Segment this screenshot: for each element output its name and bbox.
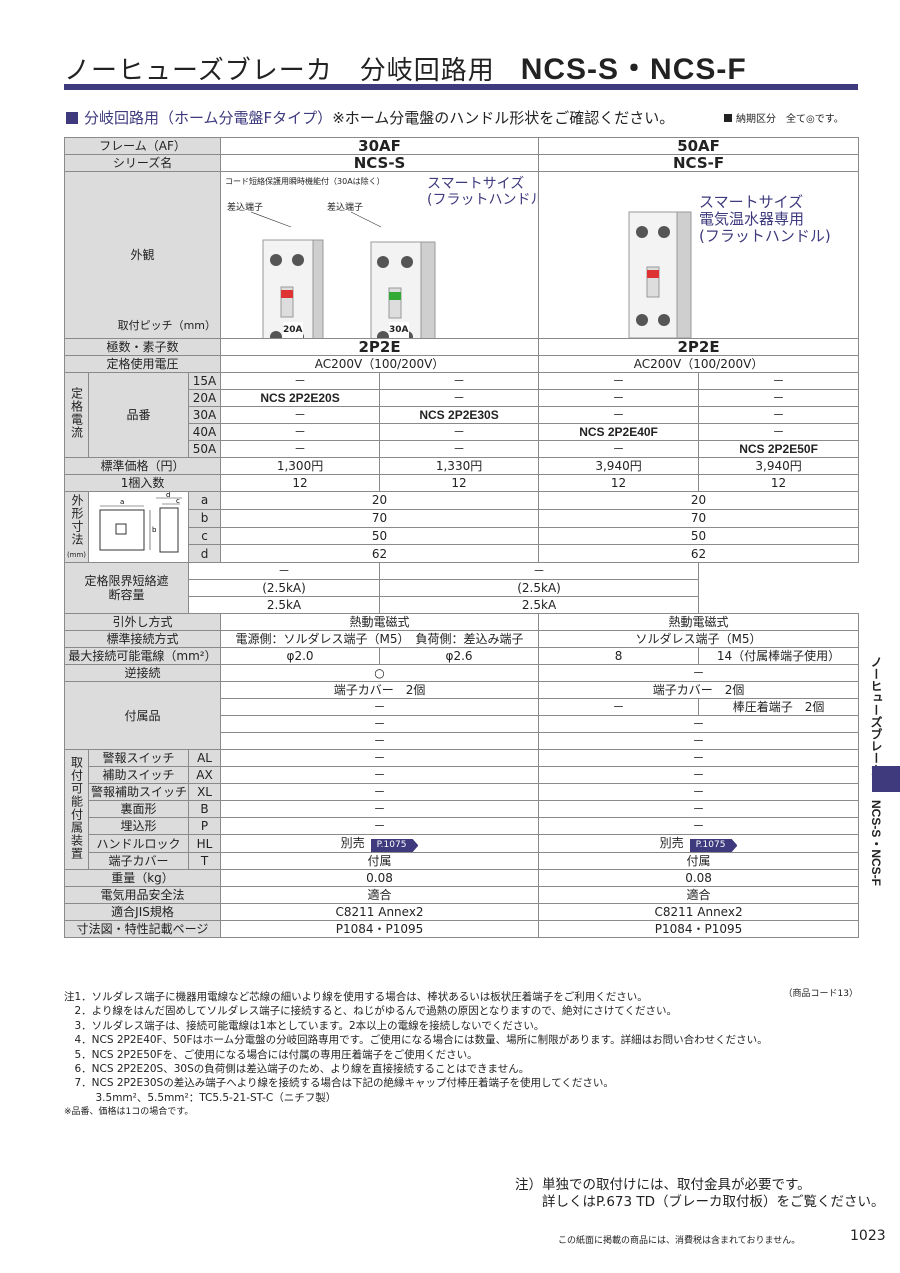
delivery-legend: 納期区分 全て◎です。 — [724, 110, 844, 125]
note-item: 2．より線をはんだ固めしてソルダレス端子に接続すると、ねじがゆるんで過熱の原因と… — [64, 1005, 677, 1018]
pitch-30a: 30A — [389, 322, 409, 338]
page-number: 1023 — [850, 1228, 886, 1244]
price: 1,300円 — [220, 457, 381, 475]
jis-label: 適合JIS規格 — [63, 903, 222, 921]
dimension-label: 外形寸法(mm) — [64, 491, 89, 563]
tax-footnote: この紙面に掲載の商品には、消費税は含まれておりません。 — [558, 1236, 801, 1246]
poles-f: 2P2E — [538, 338, 860, 356]
voltage-s: AC200V（100/200V） — [220, 355, 540, 373]
breaker-illustration-f — [628, 211, 692, 338]
image-caption: コード短絡保護用瞬時機能付（30Aは除く） — [225, 177, 385, 186]
callout-smart-size: スマートサイズ (フラットハンドル) — [427, 176, 539, 208]
qty-label: 1梱入数 — [63, 474, 222, 492]
svg-text:b: b — [152, 526, 157, 534]
callout-water-heater: スマートサイズ 電気温水器専用 (フラットハンドル) — [699, 193, 831, 245]
frame-label: フレーム（AF） — [63, 137, 222, 155]
amp-30a: 30A — [187, 406, 222, 424]
note-item: 4．NCS 2P2E40F、50Fはホーム分電盤の分岐回路専用です。ご使用になる… — [64, 1034, 768, 1047]
pitch-label: 取付ピッチ（mm） — [117, 319, 217, 332]
product-code: （商品コード13） — [783, 989, 858, 999]
svg-text:c: c — [176, 497, 180, 505]
series-ncs-s: NCS-S — [220, 154, 540, 172]
square-icon — [66, 112, 78, 124]
rated-current-label: 定格電流 — [64, 372, 89, 458]
reverse-label: 逆接続 — [63, 664, 222, 682]
part-ncs-2p2e20s: NCS 2P2E20S — [220, 389, 381, 407]
qty: 12 — [379, 474, 540, 492]
note-item: 注1．ソルダレス端子に機器用電線など芯線の細いより線を使用する場合は、棒状あるい… — [64, 991, 648, 1003]
side-tab-marker — [872, 766, 900, 792]
square-icon — [724, 114, 732, 122]
voltage-f: AC200V（100/200V） — [538, 355, 860, 373]
appearance-label: 外観 取付ピッチ（mm） — [63, 171, 222, 339]
model-name: NCS-S・NCS-F — [520, 53, 747, 86]
price: 3,940円 — [538, 457, 700, 475]
accessories-label: 付属品 — [63, 681, 222, 750]
note-item: 5．NCS 2P2E50Fを、ご使用になる場合には付属の専用圧着端子をご使用くだ… — [64, 1048, 478, 1061]
spec-table: フレーム（AF） 30AF 50AF シリーズ名 NCS-S NCS-F 外観 … — [63, 137, 860, 938]
breaker-illustration-s — [250, 211, 436, 338]
note-item: 3.5mm²、5.5mm²：TC5.5-21-ST-C（ニチフ製） — [64, 1091, 337, 1104]
section-heading: 分岐回路用（ホーム分電盤Fタイプ）※ホーム分電盤のハンドル形状をご確認ください。 — [66, 107, 674, 128]
plug-terminal-label-2: 差込端子 — [327, 203, 364, 213]
note-item: 6．NCS 2P2E20S、30Sの負荷側は差込端子のため、より線を直接接続する… — [64, 1063, 530, 1076]
breaking-capacity-label: 定格限界短絡遮断容量 — [64, 562, 189, 614]
connection-label: 標準接続方式 — [63, 630, 222, 648]
series-ncs-f: NCS-F — [538, 154, 860, 172]
amp-15a: 15A — [187, 372, 222, 390]
price: 3,940円 — [698, 457, 860, 475]
qty: 12 — [220, 474, 381, 492]
poles-s: 2P2E — [220, 338, 540, 356]
poles-label: 極数・素子数 — [63, 338, 222, 356]
note-item: ※品番、価格は1コの場合です。 — [64, 1107, 194, 1118]
pitch-20a: 20A — [283, 322, 303, 338]
mounting-note: 注）単独での取付けには、取付金具が必要です。 詳しくはP.673 TD（ブレーカ… — [515, 1177, 885, 1210]
dimension-drawing: a b d c — [99, 492, 182, 553]
page-ref-label: 寸法図・特性記載ページ — [63, 920, 222, 938]
part-ncs-2p2e30s: NCS 2P2E30S — [379, 406, 540, 424]
note-item: 7．NCS 2P2E30Sの差込み端子へより線を接続する場合は下記の絶縁キャップ… — [64, 1077, 614, 1090]
part-ncs-2p2e50f: NCS 2P2E50F — [698, 440, 860, 458]
page-ref-link[interactable]: P.1075 — [689, 839, 738, 852]
series-label: シリーズ名 — [63, 154, 222, 172]
amp-20a: 20A — [187, 389, 222, 407]
trip-label: 引外し方式 — [63, 613, 222, 631]
ncs-s-image-cell: コード短絡保護用瞬時機能付（30Aは除く） スマートサイズ (フラットハンドル)… — [220, 171, 540, 339]
safety-label: 電気用品安全法 — [63, 886, 222, 904]
svg-text:a: a — [120, 498, 124, 506]
side-category-label: ノーヒューズブレーカ — [869, 656, 883, 776]
title-bar — [64, 84, 858, 90]
price: 1,330円 — [379, 457, 540, 475]
weight-label: 重量（kg） — [63, 869, 222, 887]
notes: 注1．ソルダレス端子に機器用電線など芯線の細いより線を使用する場合は、棒状あるい… — [64, 990, 858, 1120]
ncs-f-image-cell: スマートサイズ 電気温水器専用 (フラットハンドル) — [538, 171, 860, 339]
dimension-diagram: a b d c — [88, 491, 189, 563]
svg-text:d: d — [166, 492, 170, 499]
note-item: 3．ソルダレス端子は、接続可能電線は1本としています。2本以上の電線を接続しない… — [64, 1019, 545, 1032]
frame-30af: 30AF — [220, 137, 540, 155]
frame-50af: 50AF — [538, 137, 860, 155]
price-label: 標準価格（円） — [63, 457, 222, 475]
plug-terminal-label: 差込端子 — [227, 203, 264, 213]
qty: 12 — [538, 474, 700, 492]
part-ncs-2p2e40f: NCS 2P2E40F — [538, 423, 700, 441]
options-label: 取付可能付属装置 — [64, 749, 89, 870]
part-number-label: 品番 — [88, 372, 189, 458]
amp-40a: 40A — [187, 423, 222, 441]
wire-label: 最大接続可能電線（mm²） — [63, 647, 222, 665]
side-model-label: NCS-S・NCS-F — [869, 800, 883, 886]
amp-50a: 50A — [187, 440, 222, 458]
qty: 12 — [698, 474, 860, 492]
voltage-label: 定格使用電圧 — [63, 355, 222, 373]
page-ref-link[interactable]: P.1075 — [370, 839, 419, 852]
